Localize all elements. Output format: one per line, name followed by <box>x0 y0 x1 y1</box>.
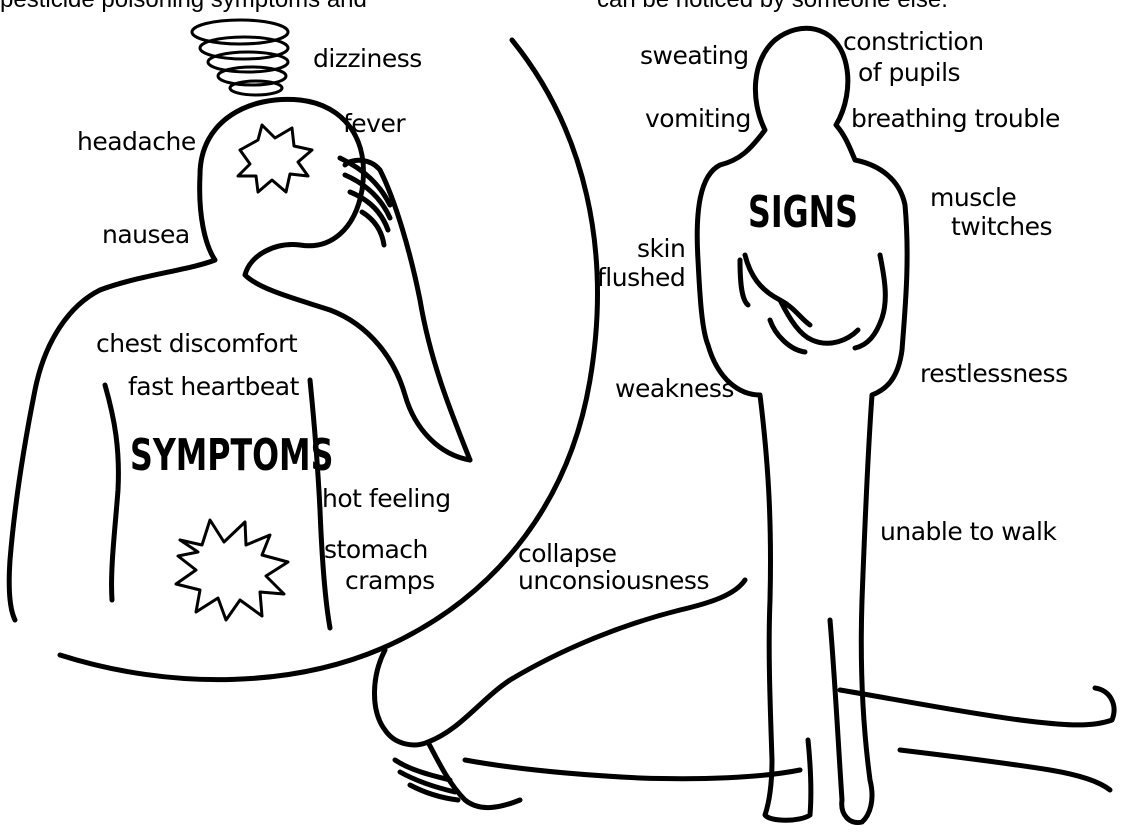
symptom-stomach-cramps-line2: cramps <box>345 567 435 594</box>
dizziness-swirl-icon <box>192 20 288 95</box>
sign-collapse: collapse <box>518 540 617 567</box>
headache-burst-icon <box>238 125 312 192</box>
symptom-nausea: nausea <box>102 221 190 248</box>
symptom-fever: fever <box>343 110 405 137</box>
symptom-stomach-cramps-line1: stomach <box>324 536 428 563</box>
symptom-fast-heartbeat: fast heartbeat <box>128 373 299 400</box>
stomach-burst-icon <box>176 520 288 620</box>
symptom-headache: headache <box>77 128 196 155</box>
sign-skin-flushed-line1: skin <box>637 235 685 262</box>
signs-figure-outline <box>697 28 907 822</box>
sign-muscle-twitches-line1: muscle <box>930 184 1016 211</box>
collapsed-figure-hand <box>395 760 458 800</box>
sign-sweating: sweating <box>640 42 749 69</box>
sign-unconsciousness: unconsiousness <box>518 567 709 594</box>
sign-unable-to-walk: unable to walk <box>880 518 1056 545</box>
sign-constriction-line2: of pupils <box>858 59 960 86</box>
signs-heading: SIGNS <box>748 190 858 236</box>
collapsed-figure-outline <box>374 580 1114 808</box>
caption-left: pesticide poisoning symptoms and <box>0 0 367 14</box>
caption-right: can be noticed by someone else. <box>597 0 948 14</box>
symptom-chest-discomfort: chest discomfort <box>96 330 297 357</box>
sign-restlessness: restlessness <box>920 360 1068 387</box>
sign-muscle-twitches-line2: twitches <box>951 213 1052 240</box>
signs-figure-arms <box>740 255 885 352</box>
symptom-hot-feeling: hot feeling <box>322 485 451 512</box>
symptoms-torso-left <box>105 385 118 600</box>
sign-weakness: weakness <box>615 375 734 402</box>
sign-constriction-line1: constriction <box>843 28 984 55</box>
sign-vomiting: vomiting <box>645 105 751 132</box>
sign-skin-flushed-line2: flushed <box>597 264 685 291</box>
symptom-dizziness: dizziness <box>313 45 422 72</box>
symptoms-heading: SYMPTOMS <box>130 433 333 479</box>
sign-breathing-trouble: breathing trouble <box>851 105 1060 132</box>
